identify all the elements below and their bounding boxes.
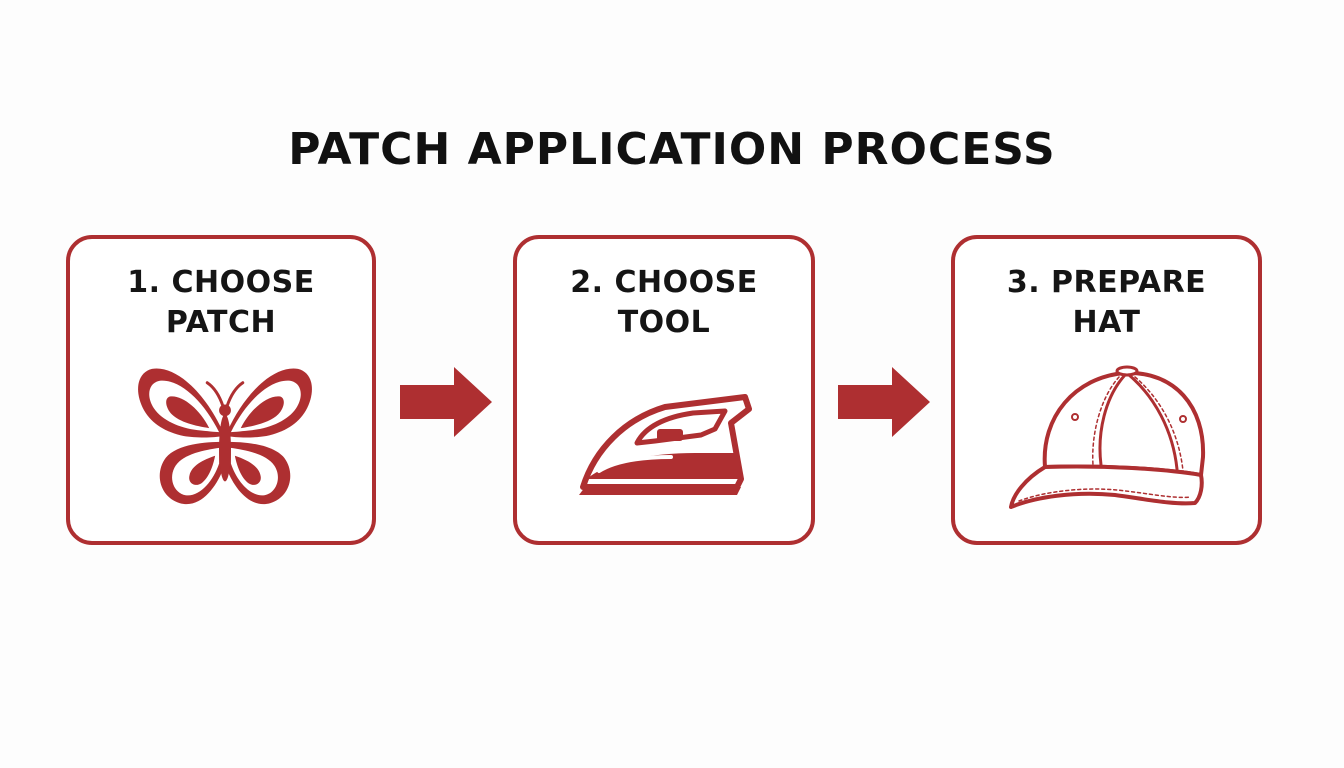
step-label-line-2: HAT <box>1072 305 1141 340</box>
step-label-line-1: 2. CHOOSE <box>570 265 758 300</box>
diagram-title: PATCH APPLICATION PROCESS <box>288 124 1056 175</box>
cap-icon <box>1009 365 1206 509</box>
step-label-line-1: 1. CHOOSE <box>127 265 315 300</box>
step-label: 2. CHOOSE TOOL <box>517 263 811 343</box>
step-label: 3. PREPARE HAT <box>955 263 1258 343</box>
arrow-right-icon <box>838 367 930 437</box>
step-label-line-2: TOOL <box>617 305 711 340</box>
step-label-line-1: 3. PREPARE <box>1006 265 1207 300</box>
iron-icon <box>579 394 752 495</box>
arrow-right-icon <box>400 367 492 437</box>
step-card-prepare-hat: 3. PREPARE HAT <box>951 235 1262 545</box>
step-card-choose-patch: 1. CHOOSE PATCH <box>66 235 376 545</box>
step-label-line-2: PATCH <box>165 305 277 340</box>
butterfly-icon <box>138 368 312 505</box>
step-label: 1. CHOOSE PATCH <box>70 263 372 343</box>
step-card-choose-tool: 2. CHOOSE TOOL <box>513 235 815 545</box>
